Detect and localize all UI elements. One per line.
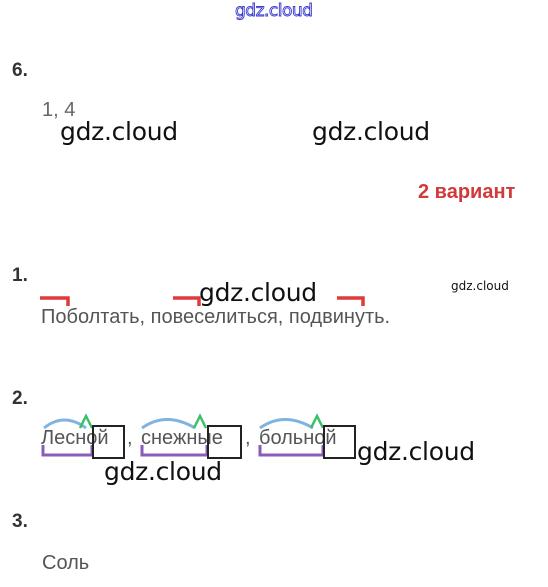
root-arc (141, 418, 196, 430)
watermark-small: gdz.cloud (451, 279, 509, 293)
watermark: gdz.cloud (357, 437, 475, 466)
prefix-mark (40, 296, 70, 306)
watermark: gdz.cloud (60, 117, 178, 146)
ending-box (207, 425, 242, 459)
suffix-mark (78, 413, 94, 429)
prefix-mark (337, 296, 365, 306)
comma: , (127, 427, 133, 449)
word-snezhnye: снежные (141, 427, 223, 449)
watermark-top: gdz.cloud (235, 1, 314, 22)
ending-box (323, 425, 356, 459)
ending-box (92, 425, 125, 459)
watermark: gdz.cloud (199, 278, 317, 307)
suffix-mark (192, 413, 208, 429)
watermark: gdz.cloud (312, 117, 430, 146)
task-6-answer: 1, 4 (42, 99, 76, 121)
watermark: gdz.cloud (104, 457, 222, 486)
word-bolnoy: больной (259, 427, 337, 449)
task-3-text: Соль (42, 552, 90, 574)
task-2-number: 2. (12, 388, 28, 409)
word-lesnoy: Лесной (41, 427, 109, 449)
task-1-number: 1. (12, 265, 28, 286)
variant-title: 2 вариант (418, 181, 516, 203)
task-1-text: Поболтать, повеселиться, подвинуть. (41, 306, 391, 328)
task-3-number: 3. (12, 511, 28, 532)
suffix-mark (309, 413, 325, 429)
task-6-number: 6. (12, 60, 28, 81)
comma: , (245, 427, 251, 449)
prefix-mark (173, 296, 201, 306)
root-arc (259, 418, 314, 430)
